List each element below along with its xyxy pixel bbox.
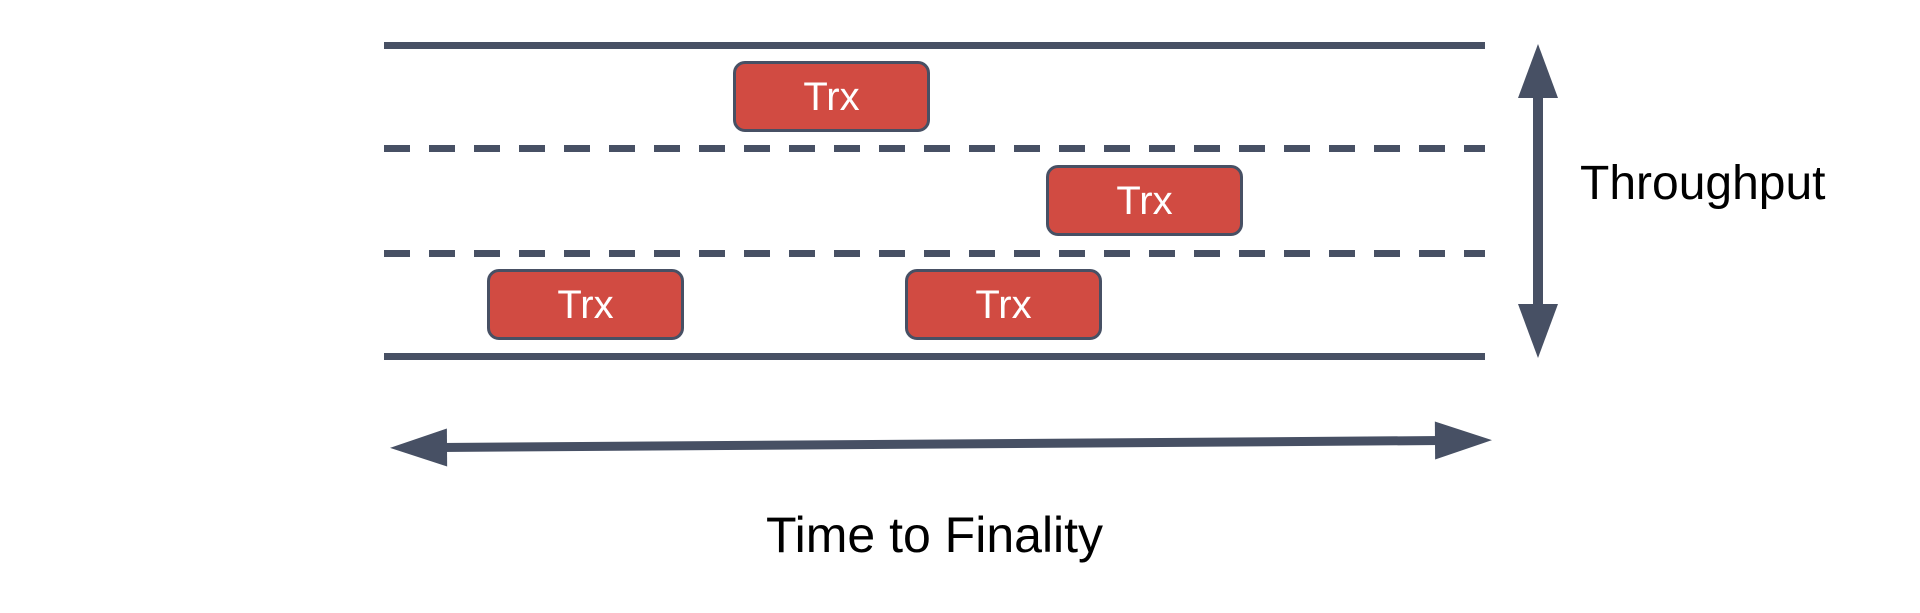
throughput-label: Throughput [1580,157,1826,210]
lane-boundary-top [384,42,1485,49]
lane-divider-upper [384,145,1485,152]
time-to-finality-double-arrow-icon [390,421,1492,467]
lane-divider-lower [384,250,1485,257]
time-to-finality-label: Time to Finality [765,507,1104,563]
trx-label: Trx [557,282,614,327]
trx-label: Trx [975,282,1032,327]
lane-boundary-bottom [384,353,1485,360]
trx-box-top-lane: Trx [733,61,930,132]
trx-box-bottom-lane-right: Trx [905,269,1102,340]
trx-box-bottom-lane-left: Trx [487,269,684,340]
trx-label: Trx [803,74,860,119]
trx-label: Trx [1116,178,1173,223]
throughput-double-arrow-icon [1518,44,1558,358]
trx-box-middle-lane: Trx [1046,165,1243,236]
